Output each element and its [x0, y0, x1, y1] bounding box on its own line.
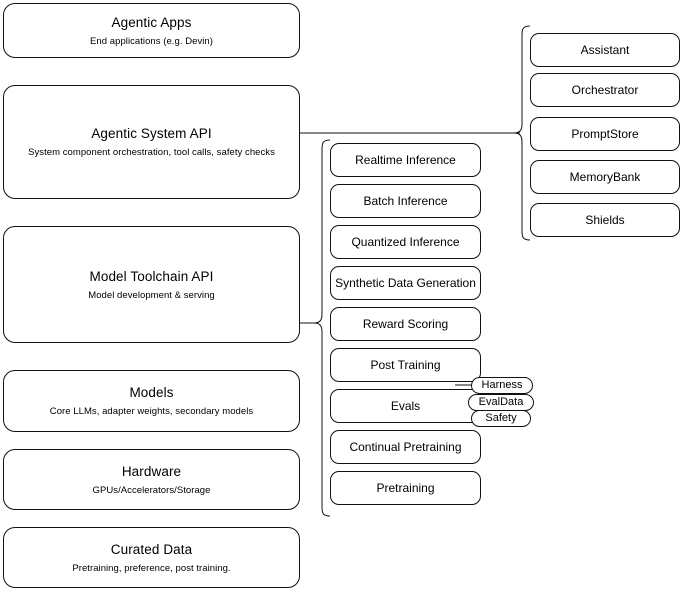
- system-label: PromptStore: [571, 126, 639, 141]
- layer-title: Agentic Apps: [111, 14, 192, 30]
- system-box-assistant[interactable]: Assistant: [530, 33, 680, 67]
- layer-box-agentic-apps[interactable]: Agentic Apps End applications (e.g. Devi…: [3, 3, 300, 58]
- layer-subtitle: Pretraining, preference, post training.: [72, 562, 231, 574]
- layer-title: Hardware: [121, 463, 182, 479]
- layer-subtitle: GPUs/Accelerators/Storage: [92, 484, 211, 496]
- evals-tag-evaldata[interactable]: EvalData: [468, 394, 534, 411]
- system-label: Orchestrator: [571, 82, 639, 97]
- layer-box-agentic-system-api[interactable]: Agentic System API System component orch…: [3, 85, 300, 199]
- evals-tag-label: EvalData: [478, 396, 524, 408]
- evals-tag-label: Safety: [485, 412, 517, 424]
- system-box-orchestrator[interactable]: Orchestrator: [530, 73, 680, 107]
- toolchain-label: Quantized Inference: [351, 234, 460, 249]
- toolchain-box-reward-scoring[interactable]: Reward Scoring: [330, 307, 481, 341]
- toolchain-box-evals[interactable]: Evals: [330, 389, 481, 423]
- layer-box-curated-data[interactable]: Curated Data Pretraining, preference, po…: [3, 527, 300, 588]
- toolchain-label: Batch Inference: [363, 193, 448, 208]
- toolchain-label: Reward Scoring: [362, 316, 449, 331]
- toolchain-label: Realtime Inference: [355, 152, 456, 167]
- layer-title: Model Toolchain API: [89, 268, 214, 284]
- system-label: Assistant: [580, 42, 630, 57]
- system-box-promptstore[interactable]: PromptStore: [530, 117, 680, 151]
- layer-title: Models: [129, 385, 174, 400]
- toolchain-box-realtime-inference[interactable]: Realtime Inference: [330, 143, 481, 177]
- layer-subtitle: Model development & serving: [88, 289, 215, 301]
- system-box-memorybank[interactable]: MemoryBank: [530, 160, 680, 194]
- system-label: MemoryBank: [569, 169, 641, 184]
- layer-subtitle: Core LLMs, adapter weights, secondary mo…: [49, 406, 254, 417]
- layer-subtitle: System component orchestration, tool cal…: [28, 147, 275, 158]
- evals-tag-safety[interactable]: Safety: [471, 410, 531, 427]
- toolchain-box-quantized-inference[interactable]: Quantized Inference: [330, 225, 481, 259]
- evals-tag-harness[interactable]: Harness: [471, 377, 533, 394]
- layer-subtitle: End applications (e.g. Devin): [90, 35, 213, 47]
- system-label: Shields: [585, 212, 625, 227]
- toolchain-box-pretraining[interactable]: Pretraining: [330, 471, 481, 505]
- system-box-shields[interactable]: Shields: [530, 203, 680, 237]
- layer-title: Agentic System API: [91, 126, 212, 141]
- brace-toolchain-components: [300, 139, 331, 517]
- evals-tag-label: Harness: [481, 379, 523, 391]
- toolchain-label: Synthetic Data Generation: [335, 275, 476, 290]
- toolchain-label: Pretraining: [376, 480, 435, 495]
- layer-box-models[interactable]: Models Core LLMs, adapter weights, secon…: [3, 370, 300, 432]
- toolchain-box-post-training[interactable]: Post Training: [330, 348, 481, 382]
- layer-box-model-toolchain-api[interactable]: Model Toolchain API Model development & …: [3, 226, 300, 343]
- toolchain-box-batch-inference[interactable]: Batch Inference: [330, 184, 481, 218]
- toolchain-label: Continual Pretraining: [349, 439, 462, 454]
- layer-title: Curated Data: [110, 541, 193, 557]
- toolchain-box-continual-pretraining[interactable]: Continual Pretraining: [330, 430, 481, 464]
- toolchain-label: Evals: [390, 398, 421, 413]
- layer-box-hardware[interactable]: Hardware GPUs/Accelerators/Storage: [3, 449, 300, 510]
- toolchain-label: Post Training: [370, 357, 441, 372]
- toolchain-box-synthetic-data-generation[interactable]: Synthetic Data Generation: [330, 266, 481, 300]
